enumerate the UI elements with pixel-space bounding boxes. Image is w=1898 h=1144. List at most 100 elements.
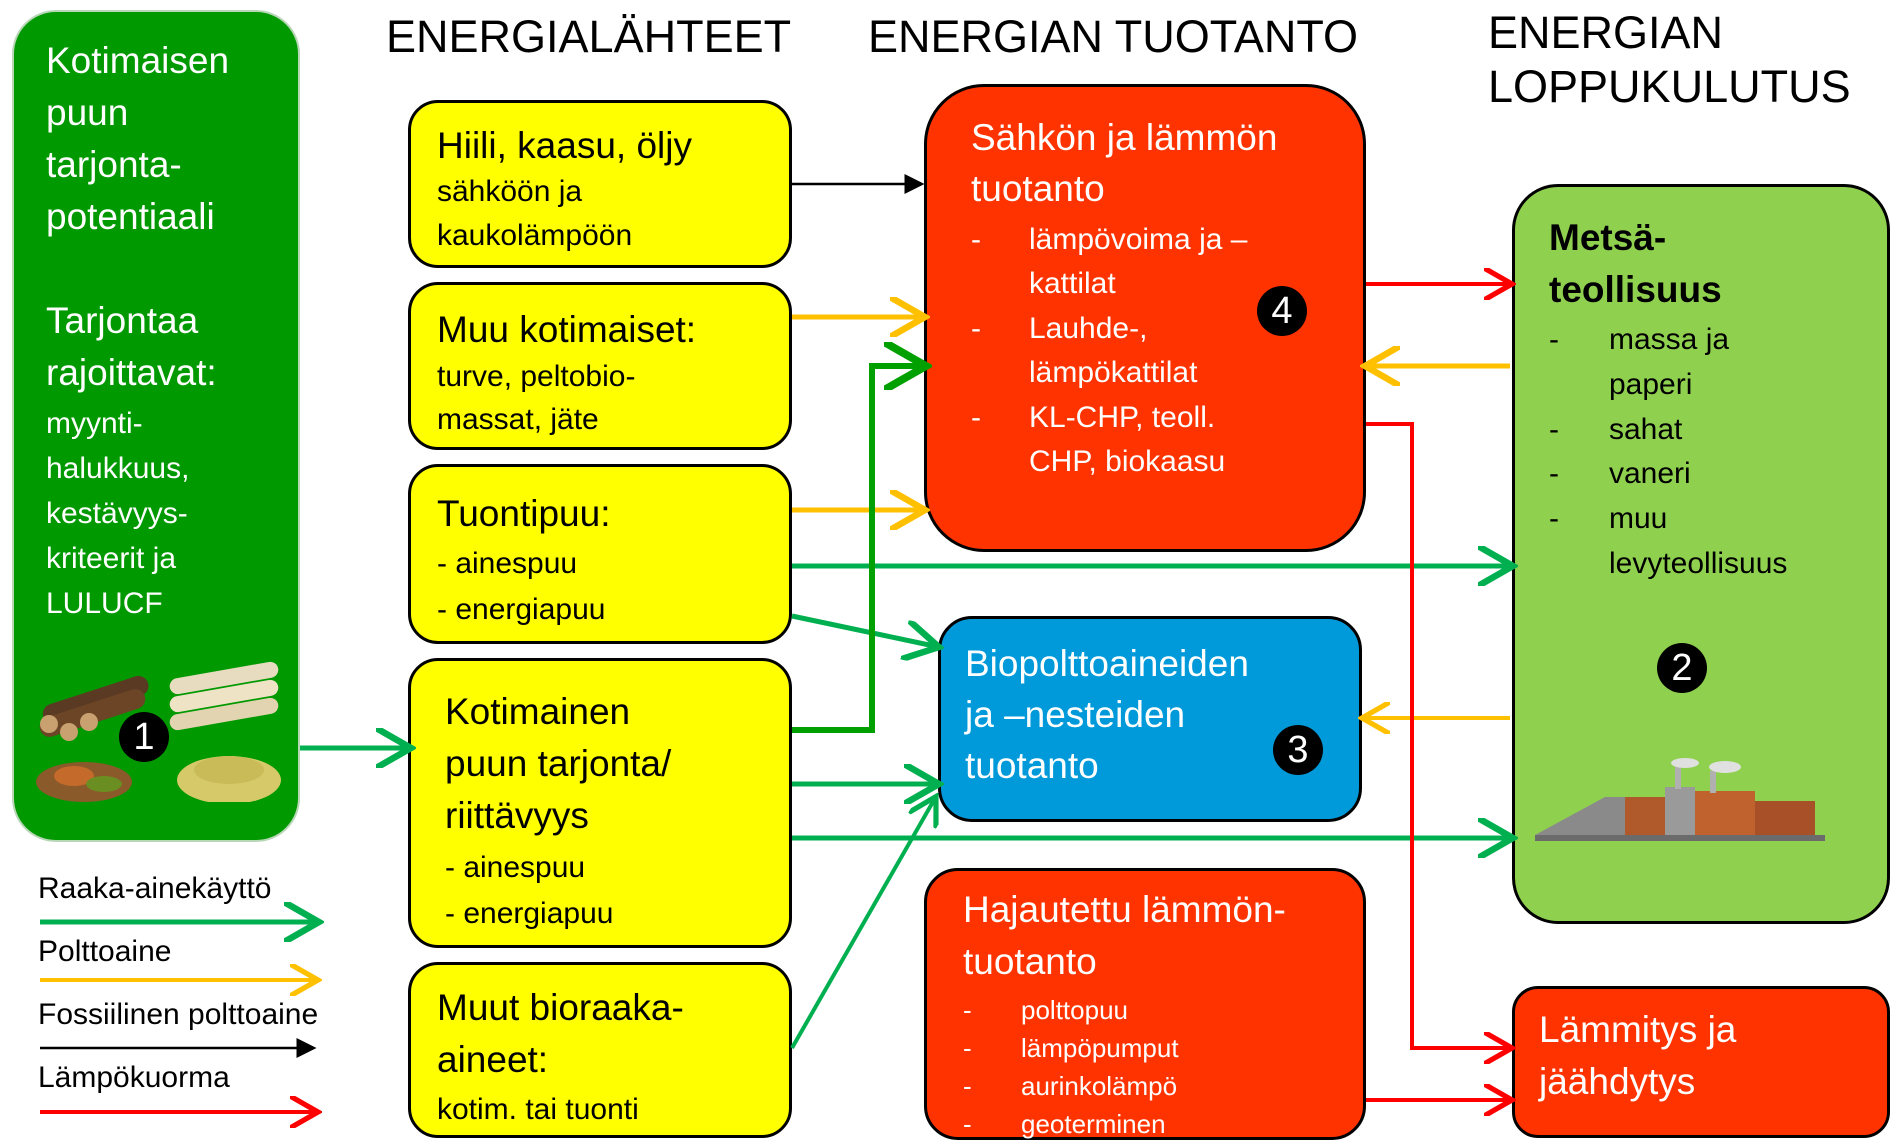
forest-industry-dash-4: -: [1549, 502, 1559, 535]
legend-label-fuel: Polttoaine: [38, 935, 172, 968]
header-energy-production: ENERGIAN TUOTANTO: [868, 11, 1359, 62]
forest-industry-dash-3: -: [1549, 457, 1559, 490]
domestic-wood-title-1: Kotimainen: [445, 691, 631, 732]
distributed-heat-production-box: Hajautettu lämmön- tuotanto - polttopuu …: [924, 868, 1366, 1140]
heating-title-1: Lämmitys ja: [1539, 1009, 1737, 1050]
import-wood-item-1: - ainespuu: [437, 547, 578, 580]
limit-item-1: myynti-: [46, 407, 143, 440]
forest-industry-title-2: teollisuus: [1549, 269, 1722, 310]
domestic-wood-supply-box: Kotimainen puun tarjonta/ riittävyys - a…: [408, 658, 792, 948]
limit-item-2: halukkuus,: [46, 452, 190, 485]
forest-industry-title-1: Metsä-: [1549, 217, 1667, 258]
log-pile-icon: [39, 675, 149, 741]
power-heat-title-2: tuotanto: [971, 168, 1105, 209]
distributed-heat-title-1: Hajautettu lämmön-: [963, 889, 1286, 930]
forest-industry-item-2: sahat: [1609, 413, 1683, 446]
header-energy-sources: ENERGIALÄHTEET: [386, 11, 792, 62]
distributed-heat-dash-4: -: [963, 1109, 972, 1139]
forest-industry-item-4-line-2: levyteollisuus: [1609, 547, 1788, 580]
power-heat-production-box: Sähkön ja lämmön tuotanto - lämpövoima j…: [924, 84, 1366, 552]
import-wood-title: Tuontipuu:: [437, 493, 611, 534]
power-heat-item-1-line-1: lämpövoima ja –: [1029, 223, 1248, 256]
fossil-line-1: sähköön ja: [437, 175, 583, 208]
forest-industry-item-3: vaneri: [1609, 457, 1691, 490]
limit-item-3: kestävyys-: [46, 497, 188, 530]
header-final-consumption-line1: ENERGIAN: [1488, 7, 1724, 58]
limit-line-2: rajoittavat:: [46, 352, 217, 393]
power-heat-title-1: Sähkön ja lämmön: [971, 117, 1278, 158]
distributed-heat-item-4: geoterminen: [1021, 1109, 1166, 1139]
distributed-heat-item-3: aurinkolämpö: [1021, 1071, 1178, 1101]
legend-label-fossil: Fossiilinen polttoaine: [38, 998, 319, 1031]
header-final-consumption-line2: LOPPUKULUTUS: [1488, 61, 1851, 112]
factory-icon: [1535, 758, 1825, 841]
potential-line-1: Kotimaisen: [46, 40, 230, 81]
power-heat-item-2-line-2: lämpökattilat: [1029, 356, 1198, 389]
distributed-heat-item-1: polttopuu: [1021, 995, 1128, 1025]
forest-industry-item-1-line-2: paperi: [1609, 368, 1693, 401]
power-heat-dash-3: -: [971, 401, 981, 434]
distributed-heat-dash-2: -: [963, 1033, 972, 1063]
limit-item-5: LULUCF: [46, 587, 163, 620]
other-domestic-box: Muu kotimaiset: turve, peltobio- massat,…: [408, 282, 792, 450]
fossil-line-2: kaukolämpöön: [437, 219, 633, 252]
forest-industry-dash-1: -: [1549, 323, 1559, 356]
distributed-heat-item-2: lämpöpumput: [1021, 1033, 1179, 1063]
import-wood-box: Tuontipuu: - ainespuu - energiapuu: [408, 464, 792, 644]
biofuels-title-1: Biopolttoaineiden: [965, 643, 1249, 684]
limit-line-1: Tarjontaa: [46, 300, 199, 341]
other-bio-raw-materials-box: Muut bioraaka- aineet: kotim. tai tuonti: [408, 962, 792, 1138]
other-bio-line-1: kotim. tai tuonti: [437, 1093, 639, 1126]
power-heat-item-3-line-1: KL-CHP, teoll.: [1029, 401, 1216, 434]
distributed-heat-title-2: tuotanto: [963, 941, 1097, 982]
heating-cooling-box: Lämmitys ja jäähdytys: [1512, 986, 1890, 1138]
arrow-domestic-to-power: [792, 366, 920, 733]
biofuels-title-2: ja –nesteiden: [965, 694, 1186, 735]
other-bio-title-1: Muut bioraaka-: [437, 987, 684, 1028]
power-heat-dash-1: -: [971, 223, 981, 256]
arrow-import-to-biofuels: [791, 613, 934, 646]
power-heat-item-2-line-1: Lauhde-,: [1029, 312, 1148, 345]
fossil-title: Hiili, kaasu, öljy: [437, 125, 692, 166]
number-badge-2: 2: [1657, 643, 1707, 693]
import-wood-item-2: - energiapuu: [437, 593, 606, 626]
fossil-fuels-box: Hiili, kaasu, öljy sähköön ja kaukolämpö…: [408, 100, 792, 268]
legend-label-raw-material: Raaka-ainekäyttö: [38, 872, 272, 905]
number-badge-3: 3: [1273, 725, 1323, 775]
legend-label-heat: Lämpökuorma: [38, 1061, 230, 1094]
log-pile-illustration: [36, 661, 281, 802]
potential-line-2: puun: [46, 92, 129, 133]
birch-logs-icon: [169, 661, 279, 731]
wood-chips-icon: [177, 756, 281, 802]
number-badge-1: 1: [119, 712, 169, 762]
potential-line-4: potentiaali: [46, 196, 215, 237]
domestic-wood-item-1: - ainespuu: [445, 851, 586, 884]
other-bio-title-2: aineet:: [437, 1039, 549, 1080]
forest-industry-dash-2: -: [1549, 413, 1559, 446]
other-domestic-line-1: turve, peltobio-: [437, 360, 636, 393]
heating-title-2: jäähdytys: [1539, 1061, 1696, 1102]
power-heat-dash-2: -: [971, 312, 981, 345]
domestic-wood-title-3: riittävyys: [445, 795, 589, 836]
potential-line-3: tarjonta-: [46, 144, 182, 185]
biofuels-production-box: Biopolttoaineiden ja –nesteiden tuotanto…: [938, 616, 1362, 822]
wood-supply-potential-box: Kotimaisen puun tarjonta- potentiaali Ta…: [12, 10, 300, 842]
distributed-heat-dash-1: -: [963, 995, 972, 1025]
other-domestic-line-2: massat, jäte: [437, 403, 599, 436]
arrow-other-bio-to-biofuels: [790, 800, 934, 1049]
limit-item-4: kriteerit ja: [46, 542, 177, 575]
biofuels-title-3: tuotanto: [965, 745, 1099, 786]
distributed-heat-dash-3: -: [963, 1071, 972, 1101]
arrow-power-to-heating: [1366, 422, 1508, 1048]
forest-industry-item-4-line-1: muu: [1609, 502, 1668, 535]
number-badge-4: 4: [1257, 286, 1307, 336]
forest-residue-icon: [36, 762, 132, 802]
power-heat-item-3-line-2: CHP, biokaasu: [1029, 445, 1226, 478]
forest-industry-box: Metsä- teollisuus - massa ja paperi - sa…: [1512, 184, 1890, 924]
domestic-wood-title-2: puun tarjonta/: [445, 743, 672, 784]
domestic-wood-item-2: - energiapuu: [445, 897, 614, 930]
forest-industry-item-1-line-1: massa ja: [1609, 323, 1730, 356]
other-domestic-title: Muu kotimaiset:: [437, 309, 697, 350]
power-heat-item-1-line-2: kattilat: [1029, 267, 1116, 300]
